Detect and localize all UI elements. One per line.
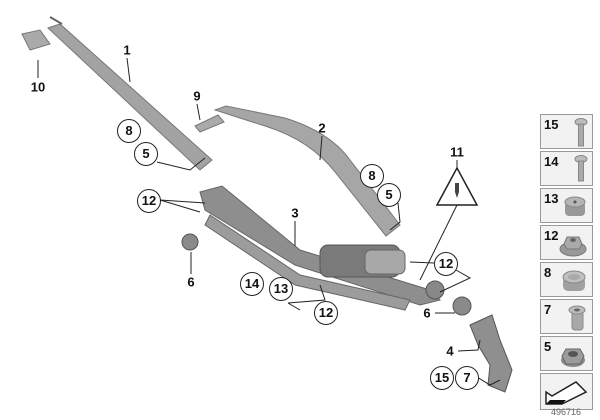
bracket <box>469 314 513 393</box>
callout-8[interactable]: 8 <box>360 164 384 188</box>
sleeve-icon <box>568 305 586 331</box>
side-item-number: 15 <box>544 117 559 132</box>
callout-15[interactable]: 15 <box>430 366 454 390</box>
callout-5[interactable]: 5 <box>134 142 158 166</box>
label-grommet-left: 6 <box>187 274 195 290</box>
arrow-down-left-icon <box>545 381 588 405</box>
side-item-number: 8 <box>544 265 552 280</box>
side-item-8[interactable]: 8 <box>540 262 593 297</box>
callout-12[interactable]: 12 <box>137 189 161 213</box>
wiper-arm-left <box>21 16 213 171</box>
leader-lines <box>37 57 501 386</box>
side-item-7[interactable]: 7 <box>540 299 593 334</box>
flange-nut-icon <box>559 236 587 257</box>
label-linkage: 3 <box>291 205 299 221</box>
cap-icon <box>562 270 586 291</box>
bushing-icon <box>564 196 586 216</box>
cover-cap <box>194 114 225 133</box>
label-bracket: 4 <box>446 343 454 359</box>
callout-7[interactable]: 7 <box>455 366 479 390</box>
side-item-15[interactable]: 15 <box>540 114 593 149</box>
navigate-back-button[interactable] <box>540 373 593 410</box>
callout-13[interactable]: 13 <box>269 277 293 301</box>
side-item-number: 12 <box>544 228 559 243</box>
bolt-icon <box>574 155 588 182</box>
side-item-number: 14 <box>544 154 559 169</box>
callout-14[interactable]: 14 <box>240 272 264 296</box>
side-item-14[interactable]: 14 <box>540 151 593 186</box>
label-wiper-arm-right: 2 <box>318 120 326 136</box>
side-item-5[interactable]: 5 <box>540 336 593 371</box>
label-wiper-cap: 10 <box>30 79 46 95</box>
callout-5[interactable]: 5 <box>377 183 401 207</box>
callout-8[interactable]: 8 <box>117 119 141 143</box>
callout-12[interactable]: 12 <box>314 301 338 325</box>
side-item-number: 7 <box>544 302 552 317</box>
wiper-linkage <box>199 185 445 311</box>
label-grommet-right: 6 <box>423 305 431 321</box>
hex-nut-icon <box>561 348 585 367</box>
grommet-right <box>452 296 472 316</box>
diagram-id: 496716 <box>550 407 582 417</box>
grommet-left <box>181 233 199 251</box>
label-cover-cap: 9 <box>193 88 201 104</box>
label-warning: 11 <box>450 144 464 160</box>
side-item-13[interactable]: 13 <box>540 188 593 223</box>
electrical-warning-icon <box>435 166 479 206</box>
bolt-icon <box>574 118 588 147</box>
side-item-12[interactable]: 12 <box>540 225 593 260</box>
label-wiper-arm-left: 1 <box>123 42 131 58</box>
side-item-number: 5 <box>544 339 552 354</box>
callout-12[interactable]: 12 <box>434 252 458 276</box>
wiper-arm-right <box>213 105 401 237</box>
side-item-number: 13 <box>544 191 559 206</box>
